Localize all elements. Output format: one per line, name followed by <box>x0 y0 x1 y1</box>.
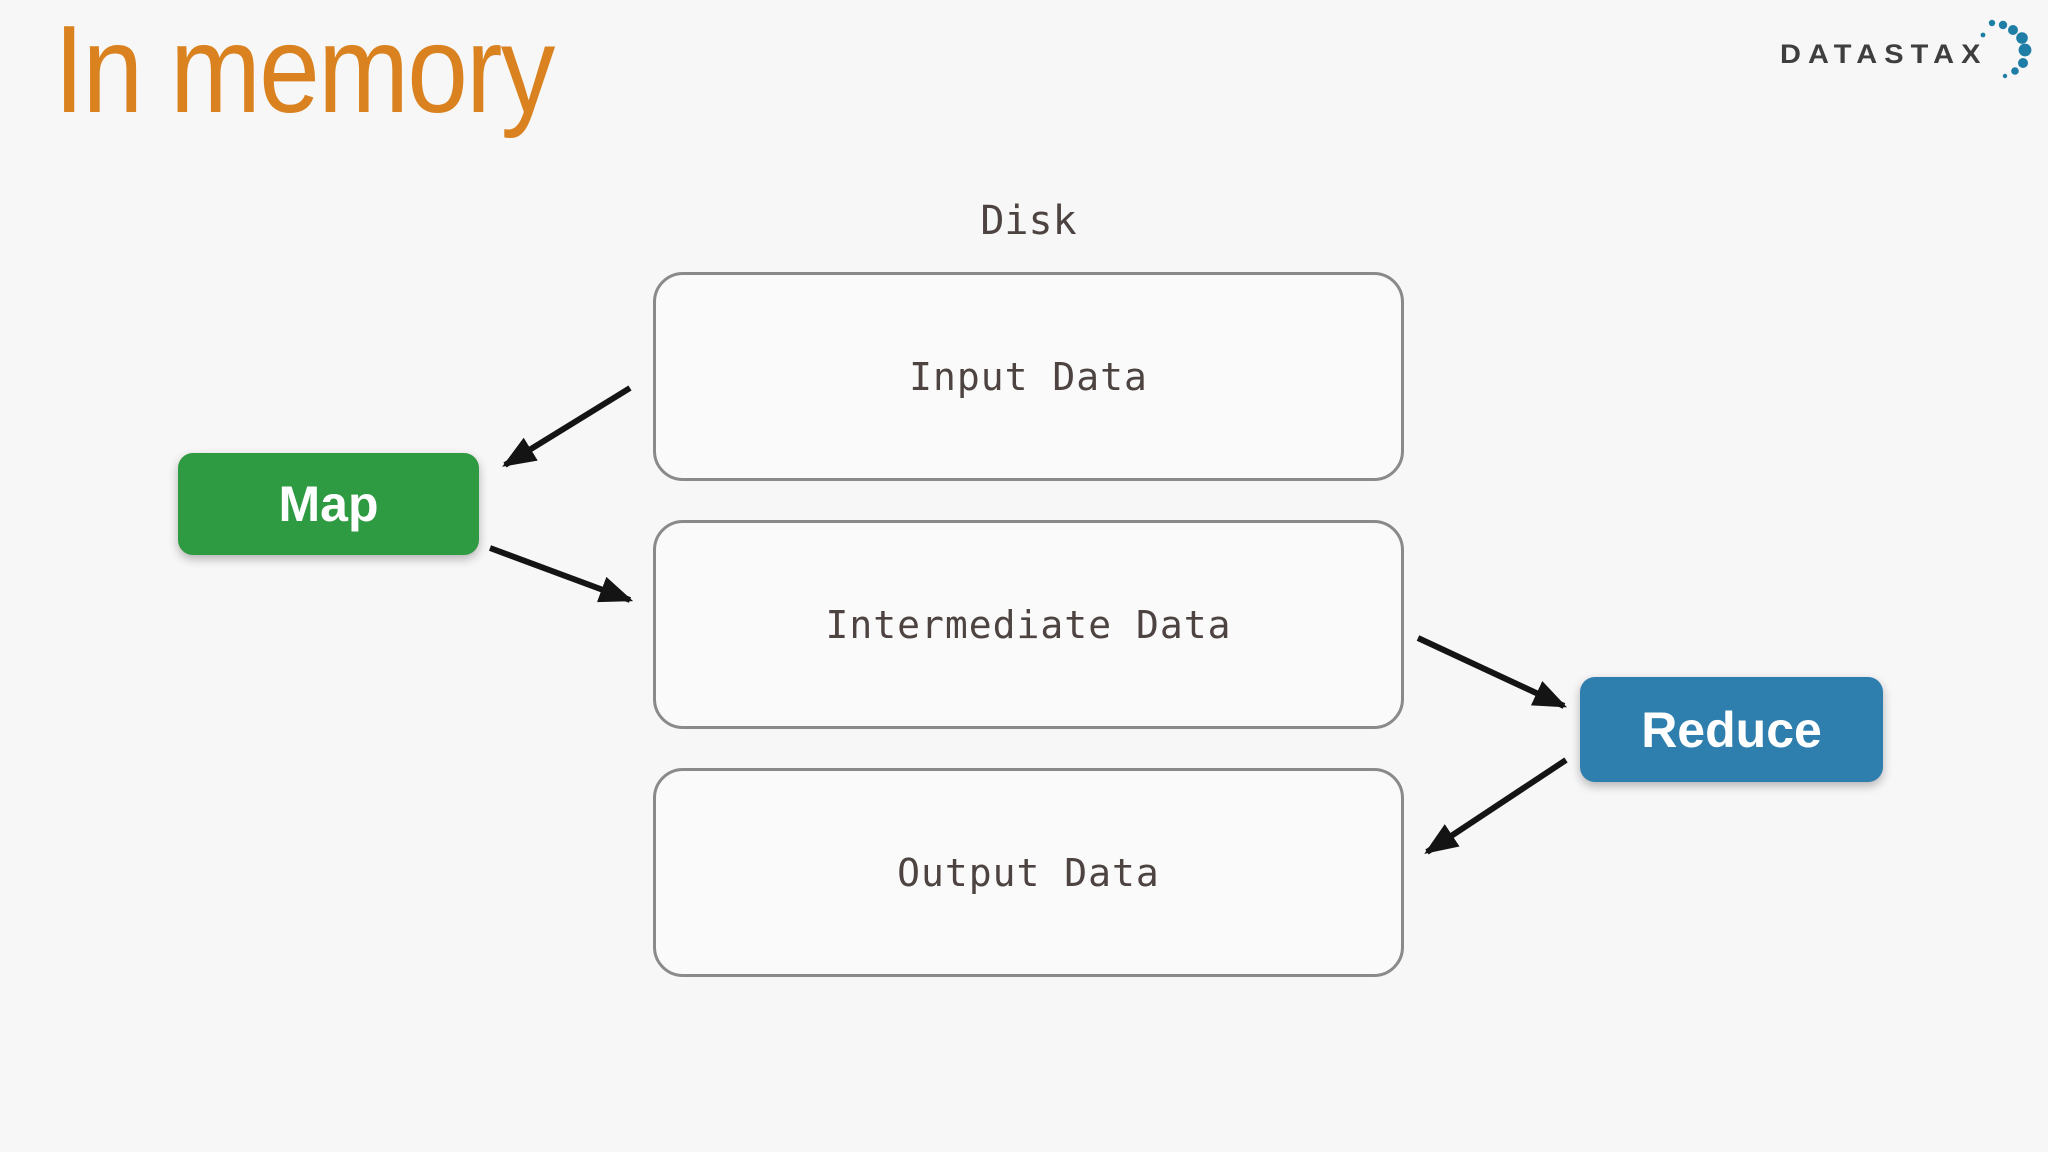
slide-title: In memory <box>54 1 555 139</box>
arrow-reduce-to-output <box>1424 757 1568 855</box>
input-data-label: Input Data <box>909 354 1148 399</box>
datastax-dot-swirl-icon <box>1980 19 2032 79</box>
output-data-box: Output Data <box>653 768 1404 977</box>
arrow-map-to-intermediate <box>488 545 634 603</box>
reduce-node: Reduce <box>1580 677 1883 782</box>
arrow-intermediate-to-reduce <box>1416 635 1568 709</box>
disk-group-label: Disk <box>980 198 1077 244</box>
reduce-node-label: Reduce <box>1641 701 1822 758</box>
datastax-logo: DATASTAX <box>1778 0 2048 110</box>
datastax-logo-text: DATASTAX <box>1780 40 1988 70</box>
input-data-box: Input Data <box>653 272 1404 481</box>
map-node: Map <box>178 453 479 555</box>
map-node-label: Map <box>278 476 379 532</box>
output-data-label: Output Data <box>897 850 1160 895</box>
intermediate-data-box: Intermediate Data <box>653 520 1404 729</box>
intermediate-data-label: Intermediate Data <box>825 602 1232 647</box>
arrow-input-to-map <box>502 385 632 468</box>
